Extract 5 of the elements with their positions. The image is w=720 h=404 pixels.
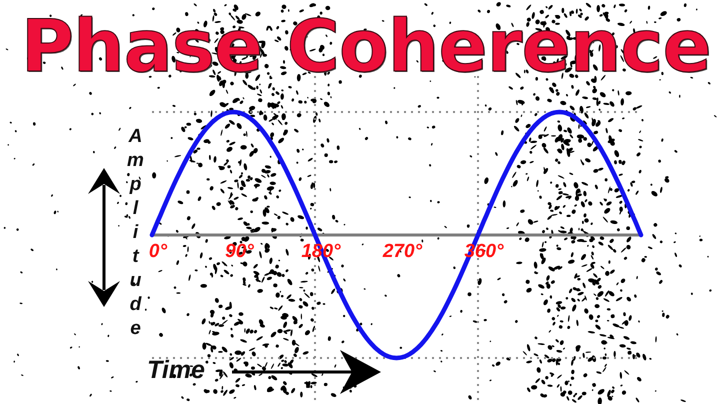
- axis-label: Amplitude: [124, 126, 146, 342]
- axis-label: Time: [147, 356, 205, 384]
- degree-label: 90°: [225, 242, 254, 262]
- degree-label: 270°: [382, 242, 422, 262]
- degree-label: 0°: [148, 242, 168, 262]
